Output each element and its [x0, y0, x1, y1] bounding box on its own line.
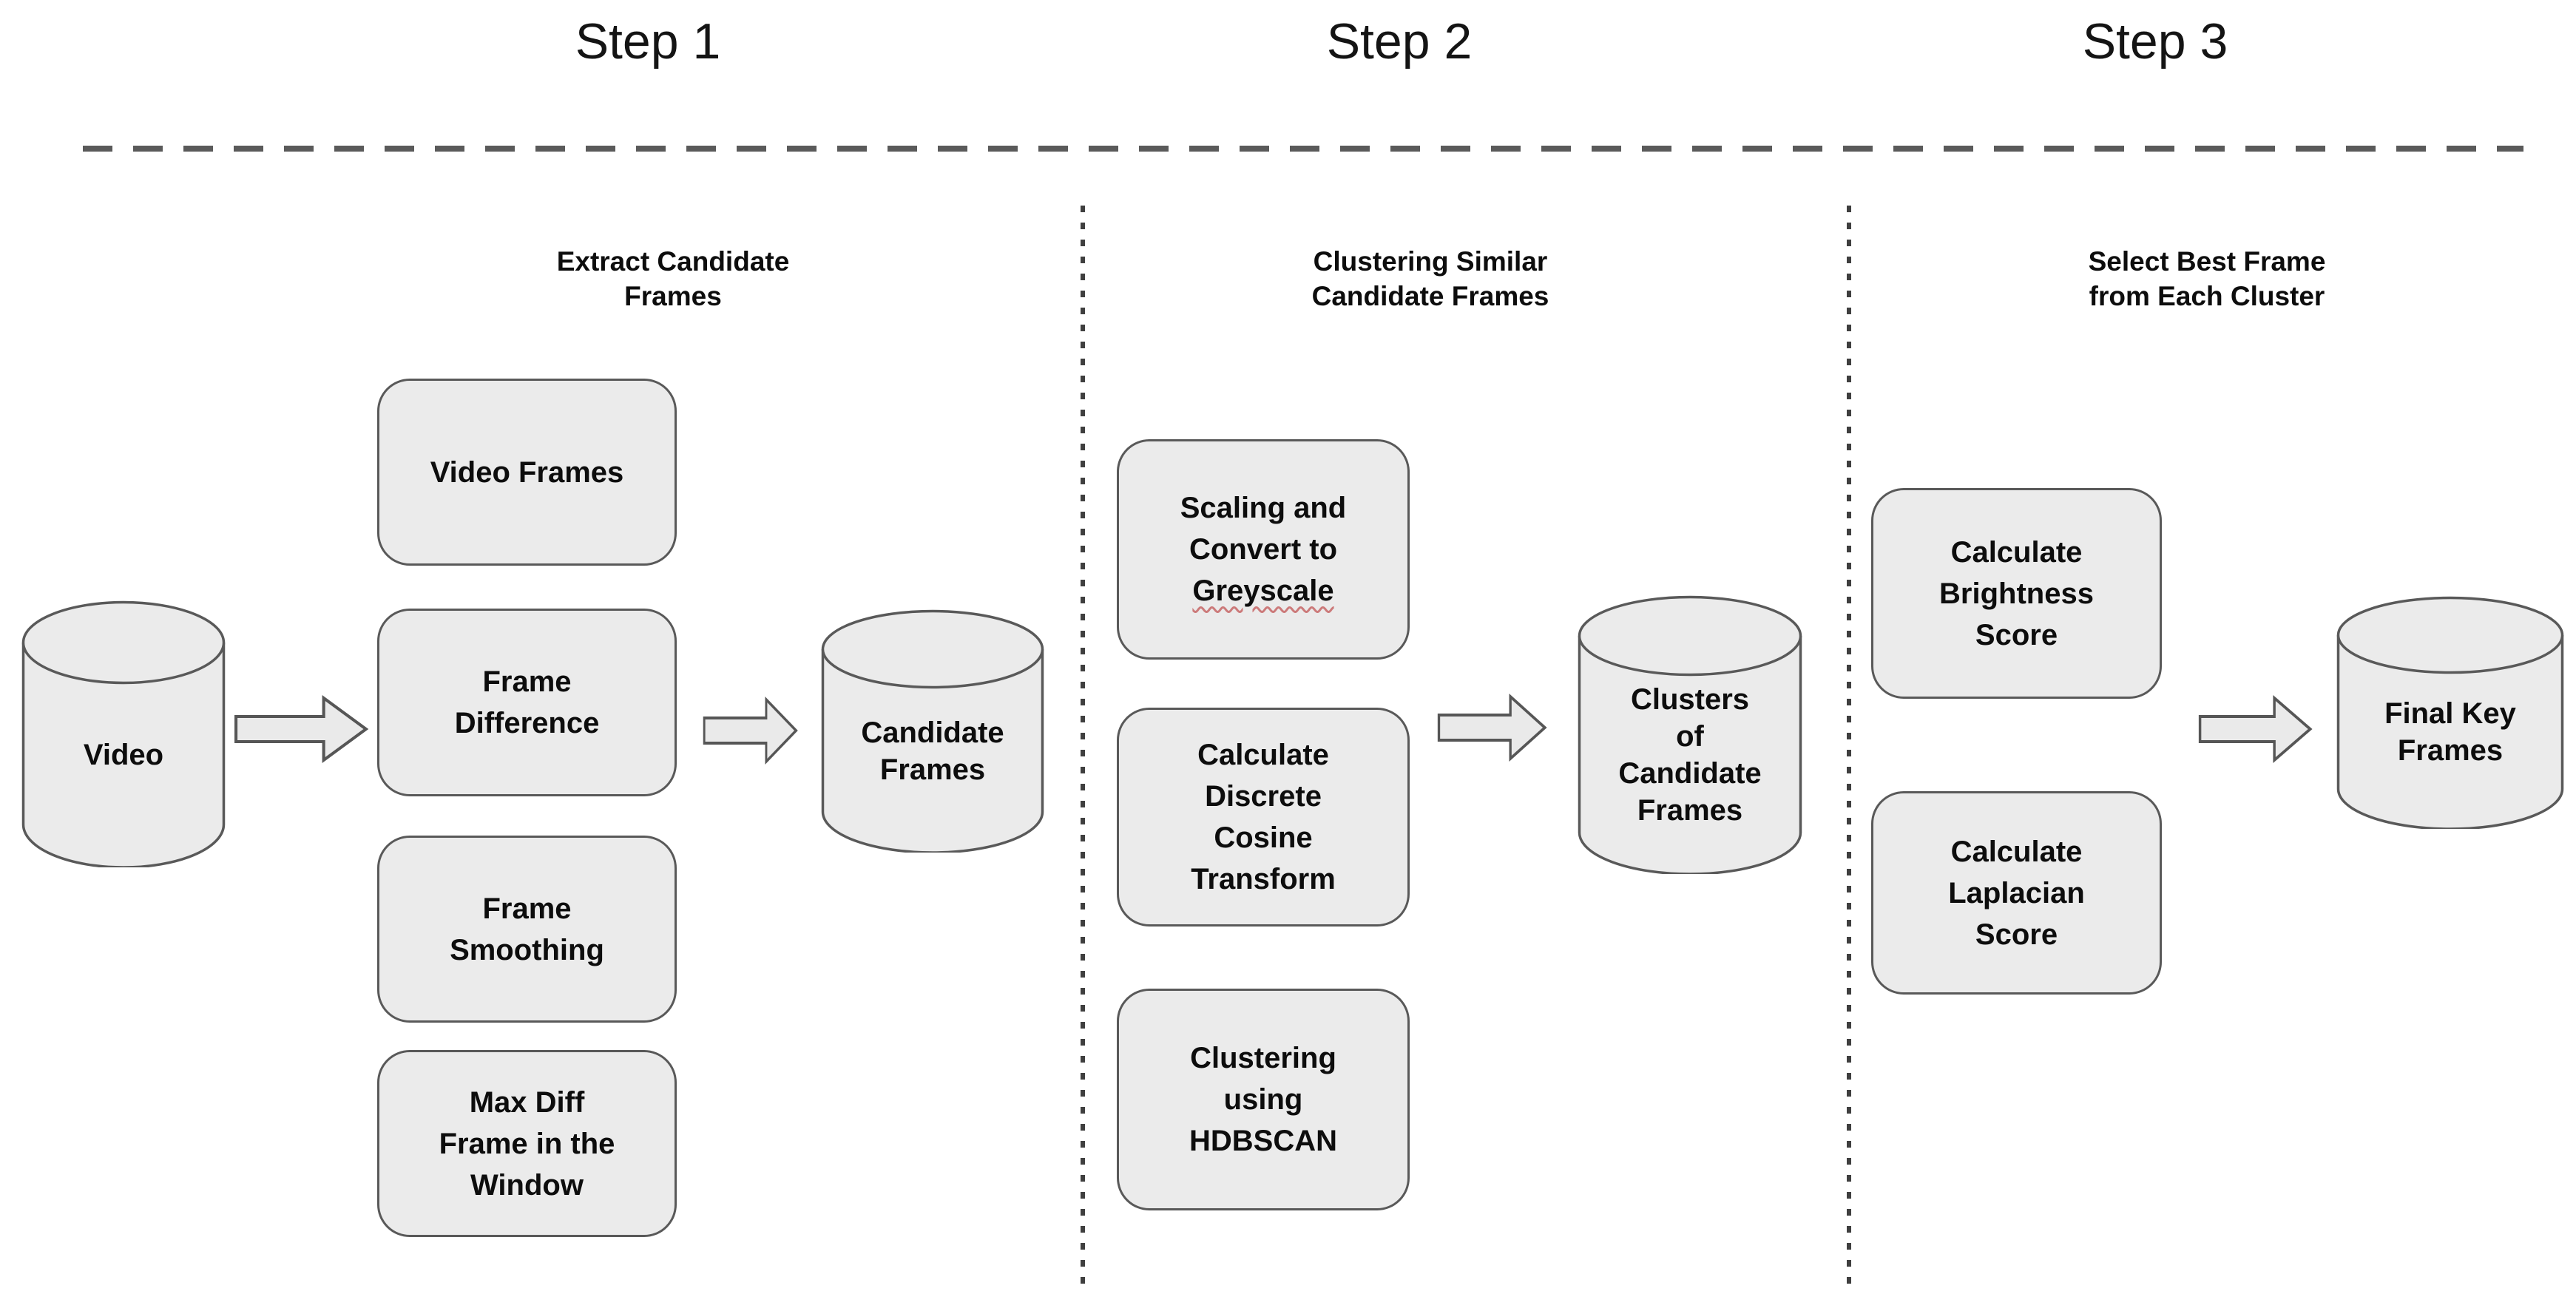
- heading-line: Clustering Similar: [1313, 246, 1548, 277]
- clusters-datastore-cylinder: Clusters of Candidate Frames: [1577, 595, 1803, 874]
- box-label-line: HDBSCAN: [1189, 1125, 1337, 1157]
- box-label-line: Brightness: [1939, 577, 2094, 610]
- box-label-line: Smoothing: [450, 933, 604, 966]
- box-label-line: Frame in the: [439, 1127, 615, 1160]
- step3-heading: Select Best Frame from Each Cluster: [1985, 245, 2429, 314]
- box-calculate-laplacian-score: Calculate Laplacian Score: [1871, 791, 2162, 995]
- box-frame-smoothing: Frame Smoothing: [377, 836, 677, 1023]
- datastore-label-line: of: [1676, 720, 1704, 753]
- datastore-label-line: Frames: [1637, 794, 1743, 827]
- box-clustering-hdbscan: Clustering using HDBSCAN: [1117, 989, 1410, 1210]
- box-label-line: Scaling and: [1180, 492, 1347, 524]
- candidate-frames-datastore-cylinder: Candidate Frames: [820, 609, 1045, 853]
- step3-title: Step 3: [2082, 13, 2228, 70]
- box-calculate-brightness-score: Calculate Brightness Score: [1871, 488, 2162, 699]
- box-label-line: Frame: [482, 892, 572, 925]
- box-label-line: Score: [1975, 618, 2058, 651]
- box-label-line: Discrete: [1205, 780, 1322, 813]
- heading-line: Select Best Frame: [2088, 246, 2326, 277]
- horizontal-dashed-divider: [83, 146, 2523, 152]
- box-frame-difference: Frame Difference: [377, 609, 677, 796]
- box-label-line: Video Frames: [430, 455, 624, 489]
- box-label-line: Difference: [454, 707, 600, 739]
- box-label-line: Score: [1975, 918, 2058, 951]
- cylinder-shape-icon: [21, 600, 226, 867]
- box-label-line: Clustering: [1190, 1042, 1336, 1074]
- flow-arrow-icon: [2198, 694, 2313, 765]
- heading-line: Extract Candidate: [556, 246, 790, 277]
- cylinder-shape-icon: [2336, 596, 2564, 829]
- box-label-line: Calculate: [1950, 535, 2083, 569]
- datastore-label-line: Candidate: [861, 716, 1004, 749]
- step1-title: Step 1: [575, 13, 721, 70]
- box-label-line: Calculate: [1950, 835, 2083, 868]
- datastore-label-line: Frames: [879, 753, 986, 786]
- heading-line: Frames: [624, 280, 722, 311]
- datastore-label-line: Final Key: [2384, 697, 2516, 730]
- box-label-line: Transform: [1191, 863, 1336, 895]
- vertical-dotted-divider-1: [1081, 206, 1085, 1285]
- datastore-label-line: Candidate: [1618, 757, 1762, 790]
- flow-arrow-icon: [703, 695, 799, 766]
- box-video-frames: Video Frames: [377, 379, 677, 566]
- clusters-datastore-label: Clusters of Candidate Frames: [1577, 636, 1803, 874]
- datastore-label-line: Video: [83, 739, 164, 771]
- box-max-diff-frame: Max Diff Frame in the Window: [377, 1050, 677, 1237]
- box-label-line: Window: [470, 1168, 584, 1202]
- step2-title: Step 2: [1326, 13, 1473, 70]
- box-label-line: Cosine: [1214, 822, 1313, 854]
- box-label-line: Calculate: [1197, 739, 1329, 771]
- video-datastore-cylinder: Video: [21, 600, 226, 867]
- final-key-frames-datastore-label: Final Key Frames: [2336, 635, 2565, 829]
- vertical-dotted-divider-2: [1847, 206, 1851, 1285]
- box-scaling-convert-greyscale: Scaling and Convert to Greyscale: [1117, 439, 1410, 660]
- box-label-line: Convert to: [1189, 533, 1337, 566]
- flow-arrow-icon: [234, 694, 370, 765]
- datastore-label-line: Frames: [2397, 734, 2504, 767]
- box-label-line: Laplacian: [1948, 876, 2085, 909]
- box-label-line-misspelled: Greyscale: [1192, 575, 1334, 607]
- flow-arrow-icon: [1437, 692, 1548, 763]
- candidate-frames-datastore-label: Candidate Frames: [820, 649, 1045, 853]
- step2-heading: Clustering Similar Candidate Frames: [1208, 245, 1652, 314]
- box-label-line: Frame: [482, 665, 572, 698]
- box-label-line: Max Diff: [469, 1085, 585, 1119]
- step1-heading: Extract Candidate Frames: [451, 245, 895, 314]
- datastore-label-line: Clusters: [1630, 683, 1750, 716]
- cylinder-shape-icon: [1578, 595, 1802, 874]
- cylinder-shape-icon: [821, 609, 1044, 853]
- heading-line: from Each Cluster: [2089, 280, 2325, 311]
- final-key-frames-datastore-cylinder: Final Key Frames: [2336, 595, 2565, 829]
- box-calculate-dct: Calculate Discrete Cosine Transform: [1117, 708, 1410, 927]
- box-label-line: using: [1223, 1083, 1303, 1116]
- heading-line: Candidate Frames: [1311, 280, 1549, 311]
- video-datastore-label: Video: [21, 643, 226, 867]
